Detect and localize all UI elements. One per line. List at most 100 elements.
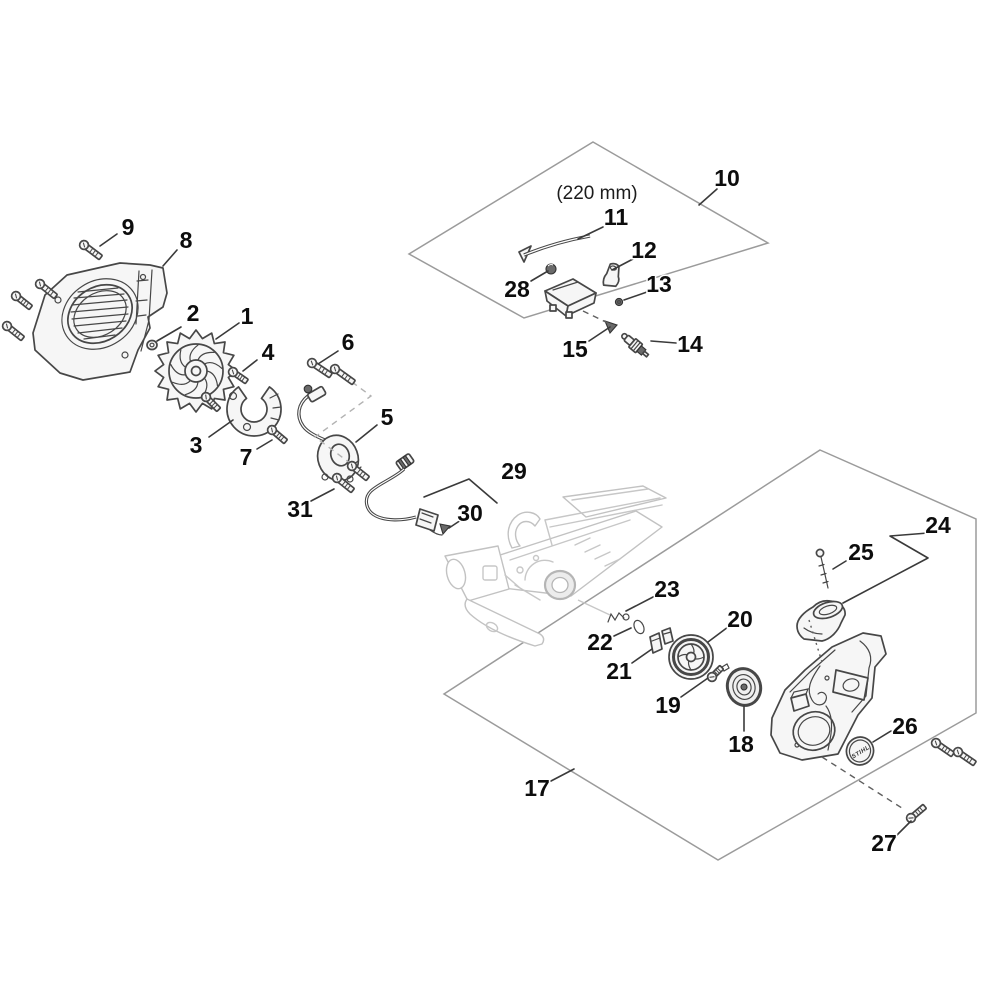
leader-line-31 (310, 488, 335, 502)
screw-thread (914, 810, 920, 816)
part-label-26: 26 (892, 713, 918, 739)
flywheel-vane (197, 351, 215, 361)
leader-line-19 (680, 677, 709, 698)
harness-connector-art (415, 508, 439, 532)
part-label-3: 3 (190, 432, 203, 458)
cover-to-screw-dashes (821, 756, 906, 811)
screw-art (706, 665, 724, 683)
part-label-19: 19 (655, 692, 681, 718)
part-label-31: 31 (287, 496, 313, 522)
screw-thread (11, 328, 17, 335)
screw-thread (277, 434, 283, 440)
leader-line-12 (611, 258, 634, 271)
starter-cover-art (770, 632, 887, 761)
screw-thread (359, 470, 364, 477)
spark-plug-14-art (621, 332, 650, 358)
screw-art (930, 737, 955, 758)
screw-thread (943, 747, 949, 753)
screw-thread (343, 374, 349, 380)
screw-thread (361, 472, 367, 479)
part-label-30: 30 (457, 500, 483, 526)
leader-line-7 (256, 439, 273, 450)
part-label-9: 9 (122, 214, 135, 240)
part-label-29: 29 (501, 458, 527, 484)
screw-thread (321, 367, 326, 374)
body-to-clip-link (577, 599, 611, 616)
leader-line-8 (162, 249, 178, 267)
leader-line-24 (842, 532, 929, 604)
screw-slot (333, 366, 337, 372)
screw-art (306, 357, 333, 379)
screw-thread (208, 399, 214, 405)
leader-line-26 (872, 730, 892, 743)
screw-slot (335, 475, 339, 481)
leader-line-28 (530, 270, 549, 282)
rope-pin-25-art (815, 548, 829, 589)
screw-thread (344, 482, 349, 489)
leader-line-20 (707, 626, 729, 643)
screw-thread (963, 754, 968, 760)
leader-line-25 (832, 560, 847, 570)
screw-thread (213, 404, 218, 409)
flywheel-vane (206, 370, 219, 387)
leader-line-22 (613, 627, 632, 637)
part-label-21: 21 (606, 658, 632, 684)
collar-nut-2-art (146, 339, 158, 351)
leader-line-15 (588, 326, 611, 342)
screw-slot (934, 740, 938, 746)
leader-line-14 (650, 340, 677, 344)
screw-thread (916, 808, 922, 814)
screw-slot (205, 394, 207, 400)
grip-to-cover-dots (808, 619, 823, 663)
screw-thread (20, 298, 25, 304)
leader-line-2 (156, 326, 182, 342)
screw-slot (956, 749, 960, 755)
screw-thread (236, 373, 241, 379)
screw-13-art (614, 297, 624, 307)
screw-art (905, 803, 927, 824)
fan-housing-art (32, 262, 168, 381)
part-label-10: 10 (714, 165, 740, 191)
part-label-15: 15 (562, 336, 588, 362)
part-label-1: 1 (241, 303, 254, 329)
wiring-harness-art (364, 453, 452, 536)
leader-line-23 (625, 595, 656, 612)
screw-slot (231, 369, 235, 375)
screw-slot (5, 323, 9, 329)
screw-thread (715, 668, 721, 674)
screw-thread (346, 484, 352, 491)
screw-art (266, 424, 288, 445)
leader-line-11 (577, 226, 604, 240)
rope-rotor-20-art (668, 634, 714, 680)
part-label-17: 17 (524, 775, 550, 801)
part-label-11: 11 (604, 204, 629, 230)
screw-thread (14, 330, 19, 337)
screw-art (329, 363, 356, 386)
leader-line-17 (550, 768, 575, 782)
flywheel-art (154, 329, 238, 413)
part-label-5: 5 (381, 404, 394, 430)
leader-line-30 (448, 519, 462, 529)
cable-clip-30-art (439, 523, 452, 536)
screw-art (346, 460, 370, 482)
leader-line-9 (99, 233, 118, 247)
plug-boot-15-art (604, 320, 618, 335)
pawl-21-art (649, 627, 674, 654)
screw-thread (89, 247, 94, 254)
part-label-13: 13 (646, 271, 672, 297)
flywheel-vane (189, 344, 199, 363)
screw-thread (965, 756, 971, 762)
part-label-18: 18 (728, 731, 754, 757)
screw-shank (312, 362, 333, 379)
screw-thread (44, 286, 50, 293)
screw-art (78, 239, 103, 261)
chainsaw-body-ghost-art (444, 485, 667, 647)
screw-art (200, 391, 221, 412)
leader-line-27 (896, 820, 912, 836)
leader-line-29 (423, 478, 498, 504)
leader-line-5 (355, 424, 378, 443)
group-box-10 (407, 141, 770, 319)
flywheel-vane (171, 379, 192, 385)
